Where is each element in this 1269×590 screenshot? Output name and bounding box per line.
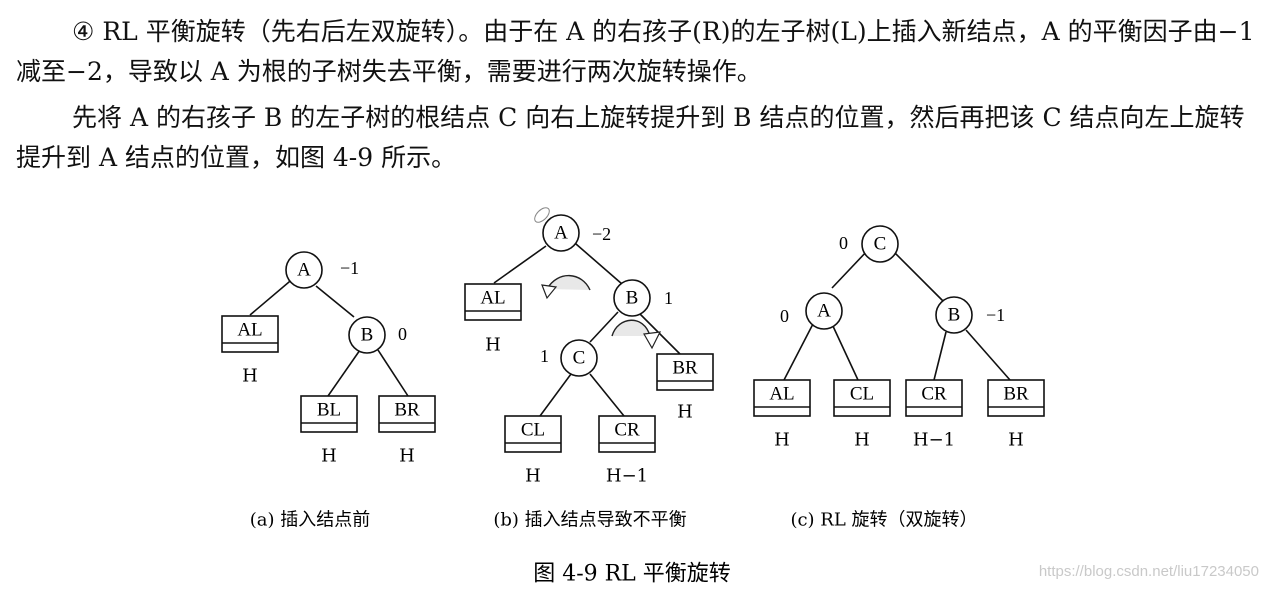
svg-text:CR: CR [921, 384, 947, 405]
height-br: H [1008, 430, 1024, 451]
height-al: H [242, 366, 258, 387]
svg-text:A: A [554, 223, 568, 244]
node-b: B [935, 296, 973, 334]
height-al: H [485, 335, 501, 356]
rotate-left-arrow-icon [546, 274, 591, 291]
panel-b: A −2 B 1 C 1 AL H BR H [464, 207, 714, 531]
node-a: A [805, 292, 843, 330]
balance-c: 0 [839, 233, 848, 253]
svg-text:AL: AL [237, 320, 262, 341]
svg-text:A: A [817, 301, 831, 322]
height-bl: H [321, 446, 337, 467]
edge-a-cl [831, 323, 859, 381]
subtree-cl: CL [833, 379, 891, 417]
svg-text:B: B [948, 305, 961, 326]
balance-b: −1 [986, 305, 1005, 325]
balance-c: 1 [540, 346, 549, 366]
subtree-bl: BL [300, 395, 358, 433]
edge-b-br [965, 329, 1011, 381]
edge-c-cr [589, 373, 625, 417]
caption-a: (a) 插入结点前 [250, 510, 371, 531]
edge-a-al [493, 245, 547, 284]
node-a: A [542, 214, 580, 252]
svg-text:BR: BR [394, 400, 420, 421]
svg-text:C: C [573, 348, 586, 369]
paragraph-rl-intro: ④ RL 平衡旋转（先右后左双旋转）。由于在 A 的右孩子(R)的左子树(L)上… [16, 17, 1255, 86]
svg-text:AL: AL [480, 288, 505, 309]
node-b: B [613, 279, 651, 317]
height-cl: H [525, 466, 541, 487]
balance-a: 0 [780, 306, 789, 326]
edge-c-a [831, 249, 869, 289]
node-c: C [560, 339, 598, 377]
subtree-cr: CR [905, 379, 963, 417]
height-cr: H−1 [913, 430, 955, 451]
height-cl: H [854, 430, 870, 451]
edge-a-b [575, 243, 623, 285]
subtree-al: AL [221, 315, 279, 353]
balance-b: 0 [398, 324, 407, 344]
svg-text:C: C [874, 234, 887, 255]
balance-b: 1 [664, 288, 673, 308]
figure-4-9: A −1 B 0 AL H BL H BR H (a) 插入结点前 [221, 207, 1045, 587]
edge-b-bl [327, 349, 361, 397]
height-cr: H−1 [606, 466, 648, 487]
caption-b: (b) 插入结点导致不平衡 [493, 510, 686, 531]
edge-a-al [783, 321, 815, 381]
svg-text:CL: CL [850, 384, 874, 405]
svg-text:B: B [626, 288, 639, 309]
edge-a-b [315, 285, 355, 318]
edge-b-c [589, 311, 619, 343]
edge-b-br [377, 349, 409, 397]
balance-a: −1 [340, 258, 359, 278]
subtree-br: BR [656, 353, 714, 391]
node-b: B [348, 316, 386, 354]
paragraph-rl-steps: 先将 A 的右孩子 B 的左子树的根结点 C 向右上旋转提升到 B 结点的位置，… [16, 103, 1245, 172]
watermark: https://blog.csdn.net/liu17234050 [1038, 563, 1259, 580]
balance-a: −2 [592, 224, 611, 244]
subtree-cr: CR [598, 415, 656, 453]
svg-text:CL: CL [521, 420, 545, 441]
subtree-al: AL [464, 283, 522, 321]
svg-text:BL: BL [317, 400, 341, 421]
node-c: C [861, 225, 899, 263]
subtree-br: BR [987, 379, 1045, 417]
rotate-left-arrowhead-icon [541, 284, 558, 300]
edge-c-cl [539, 373, 572, 417]
height-br: H [399, 446, 415, 467]
height-br: H [677, 402, 693, 423]
node-a: A [285, 251, 323, 289]
rotate-right-arrow-icon [611, 319, 651, 337]
svg-text:B: B [361, 325, 374, 346]
edge-b-br [639, 313, 681, 355]
svg-text:AL: AL [769, 384, 794, 405]
figure-title: 图 4-9 RL 平衡旋转 [533, 562, 731, 587]
edge-c-b [891, 249, 945, 303]
rotate-right-arrowhead-icon [643, 331, 662, 350]
subtree-al: AL [753, 379, 811, 417]
svg-text:CR: CR [614, 420, 640, 441]
svg-text:BR: BR [672, 358, 698, 379]
subtree-br: BR [378, 395, 436, 433]
height-al: H [774, 430, 790, 451]
insertion-mark [534, 207, 550, 223]
svg-text:A: A [297, 260, 311, 281]
subtree-cl: CL [504, 415, 562, 453]
panel-a: A −1 B 0 AL H BL H BR H (a) 插入结点前 [221, 251, 436, 531]
edge-b-cr [933, 331, 947, 381]
caption-c: (c) RL 旋转（双旋转） [790, 510, 977, 531]
panel-c: C 0 A 0 B −1 AL H CL H CR H−1 [753, 225, 1045, 531]
svg-text:BR: BR [1003, 384, 1029, 405]
